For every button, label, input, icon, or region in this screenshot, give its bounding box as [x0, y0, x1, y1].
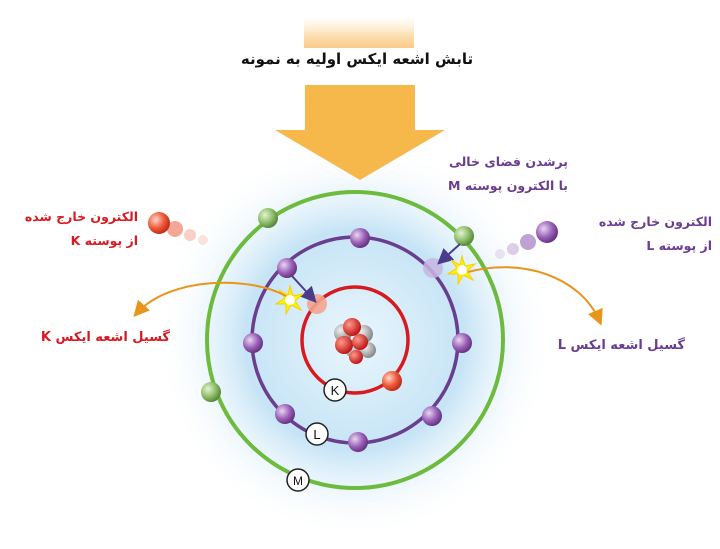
ejected-k-electron	[148, 212, 208, 245]
k-shell-orbit	[300, 285, 410, 395]
l-ejected-label: الکترون خارج شده از پوسته L	[572, 210, 712, 258]
l-electron	[277, 258, 297, 278]
k-shell-tag: K	[323, 378, 347, 402]
k-ejected-label: الکترون خارج شده از پوسته K	[8, 205, 138, 253]
l-ejected-line2: از پوسته L	[646, 238, 712, 253]
l-electron	[275, 404, 295, 424]
m-shell-orbit	[205, 190, 505, 490]
m-electron	[258, 208, 278, 228]
m-fill-label: پرشدن فضای خالی با الکترون پوسته M	[428, 150, 568, 198]
k-shell-label: K	[331, 383, 340, 398]
l-electron	[422, 406, 442, 426]
m-shell-tag: M	[286, 468, 310, 492]
l-electron	[243, 333, 263, 353]
l-emission-label: گسیل اشعه ایکس L	[557, 338, 685, 353]
k-ejected-line1: الکترون خارج شده	[24, 209, 138, 224]
nucleus	[334, 318, 376, 364]
l-shell-tag: L	[305, 422, 329, 446]
incident-beam-tail	[304, 18, 414, 48]
m-fill-line1: پرشدن فضای خالی	[448, 154, 568, 169]
m-shell-label: M	[293, 474, 303, 488]
k-emission-label: گسیل اشعه ایکس K	[40, 330, 170, 345]
l-emission-flash-icon	[446, 254, 477, 286]
l-shell-label: L	[313, 427, 320, 442]
l-to-k-transition-arrow	[291, 275, 317, 303]
page-title: تابش اشعه ایکس اولیه به نمونه	[240, 50, 474, 68]
m-electron	[454, 226, 474, 246]
l-electron	[350, 228, 370, 248]
l-ejected-line1: الکترون خارج شده	[598, 214, 712, 229]
m-fill-line2: با الکترون پوسته M	[448, 178, 568, 193]
l-electron	[348, 432, 368, 452]
k-electron	[382, 371, 402, 391]
l-xray-emission-arrow	[467, 266, 603, 326]
m-to-l-transition-arrow	[437, 243, 461, 265]
m-electron	[201, 382, 221, 402]
k-xray-emission-arrow	[133, 281, 287, 317]
l-electron	[452, 333, 472, 353]
k-emission-flash-icon	[274, 284, 305, 316]
ejected-l-electron	[495, 221, 558, 259]
incident-beam-arrow	[275, 85, 445, 180]
k-ejected-line2: از پوسته K	[70, 233, 138, 248]
